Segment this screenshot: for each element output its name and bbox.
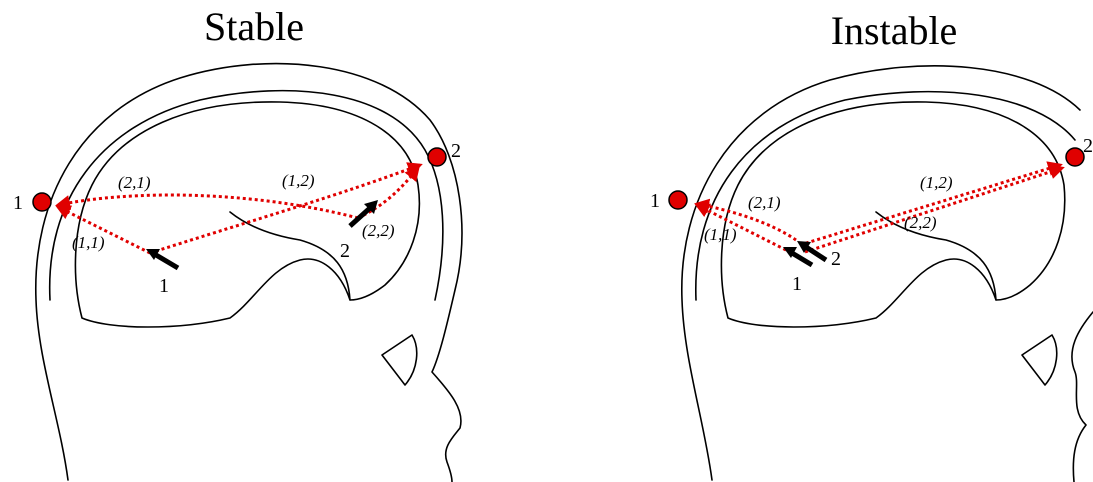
electrode-2 (1066, 148, 1084, 166)
brain-outline (75, 102, 419, 327)
path-label-1-1: (1,1) (704, 225, 737, 244)
path-2-1 (58, 195, 358, 218)
path-label-2-2: (2,2) (904, 213, 937, 232)
path-label-1-1: (1,1) (72, 233, 105, 252)
path-label-2-1: (2,1) (118, 173, 151, 192)
path-label-1-2: (1,2) (282, 171, 315, 190)
path-label-1-2: (1,2) (920, 173, 953, 192)
electrode-1 (33, 193, 51, 211)
panel-stable: Stable 1 2 1 2 (1,1) (2,1) (13, 4, 462, 482)
brain-outline (721, 102, 1064, 327)
sylvian-fissure (230, 212, 350, 300)
source-2-label: 2 (831, 248, 841, 270)
head-outline (36, 64, 462, 482)
skull-outline (50, 91, 443, 300)
panel-title: Instable (831, 8, 958, 53)
panel-instable: Instable 1 2 1 2 (1,1) (650, 8, 1093, 482)
electrode-2 (428, 148, 446, 166)
source-1 (146, 249, 178, 268)
electrode-1-label: 1 (650, 190, 660, 212)
source-2-label: 2 (340, 240, 350, 262)
source-1-label: 1 (792, 273, 802, 295)
electrode-1 (669, 191, 687, 209)
ear-outline (382, 335, 417, 385)
face-outline (1072, 312, 1093, 482)
ear-outline (1022, 335, 1057, 385)
electrode-2-label: 2 (1083, 135, 1093, 157)
path-label-2-2: (2,2) (362, 221, 395, 240)
head-outline (682, 66, 1080, 480)
source-1-label: 1 (159, 275, 169, 297)
path-label-2-1: (2,1) (748, 193, 781, 212)
electrode-2-label: 2 (451, 140, 461, 162)
electrode-1-label: 1 (13, 192, 23, 214)
panel-title: Stable (204, 4, 304, 49)
